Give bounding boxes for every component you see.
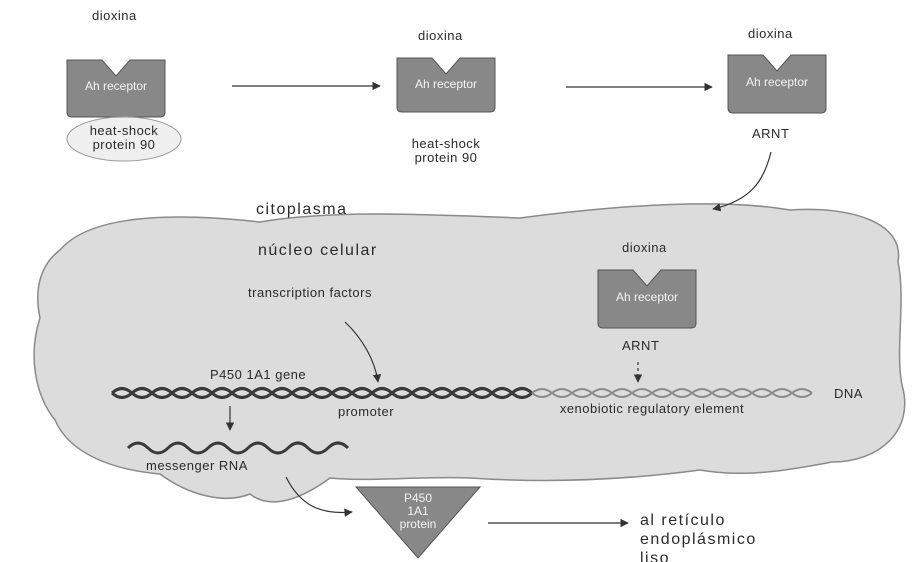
destination-line-3: liso bbox=[640, 550, 670, 562]
hsp90-label-2: heat-shock protein 90 bbox=[396, 137, 496, 165]
mrna-label: messenger RNA bbox=[146, 458, 248, 473]
gene-label: P450 1A1 gene bbox=[210, 367, 306, 382]
dioxin-label-1: dioxina bbox=[92, 8, 137, 23]
transcription-factors-label: transcription factors bbox=[240, 286, 380, 300]
arnt-label-1: ARNT bbox=[752, 126, 789, 141]
dioxin-label-2: dioxina bbox=[418, 28, 463, 43]
destination-line-1: al retículo bbox=[640, 512, 726, 530]
dna-label: DNA bbox=[834, 386, 863, 401]
ah-receptor-label-1: Ah receptor bbox=[72, 80, 160, 93]
nucleus-label: núcleo celular bbox=[258, 242, 378, 260]
p450-protein-label: P450 1A1 protein bbox=[392, 492, 444, 531]
hsp90-label-1: heat-shock protein 90 bbox=[74, 124, 174, 152]
dioxin-label-3: dioxina bbox=[748, 26, 793, 41]
dioxin-label-nucleus: dioxina bbox=[622, 240, 667, 255]
ah-receptor-label-nucleus: Ah receptor bbox=[603, 291, 691, 304]
ah-receptor-label-2: Ah receptor bbox=[402, 78, 490, 91]
arnt-label-nucleus: ARNT bbox=[622, 338, 659, 353]
cytoplasm-label: citoplasma bbox=[256, 201, 347, 219]
promoter-label: promoter bbox=[338, 404, 394, 419]
arrow-into-nucleus bbox=[713, 152, 771, 209]
destination-line-2: endoplásmico bbox=[640, 531, 757, 549]
ah-receptor-label-3: Ah receptor bbox=[733, 76, 821, 89]
xre-label: xenobiotic regulatory element bbox=[557, 402, 747, 416]
